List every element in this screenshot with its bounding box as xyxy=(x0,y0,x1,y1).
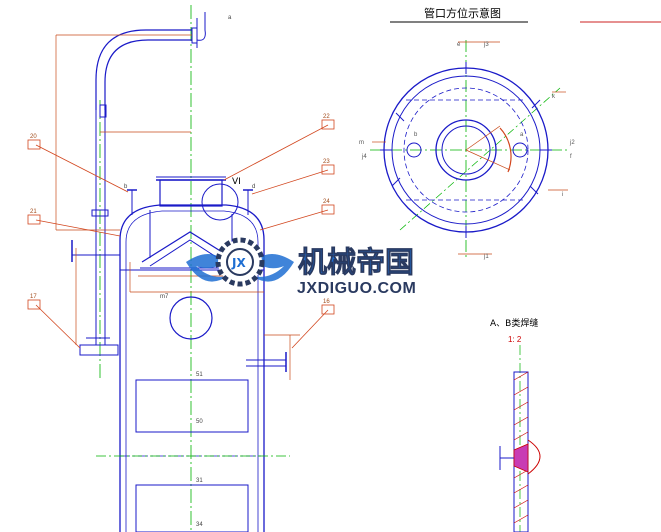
elevation-view: VI xyxy=(27,5,335,532)
orientation-arc xyxy=(499,127,512,173)
ref-label: 21 xyxy=(30,209,37,215)
orientation-angle-leg xyxy=(465,149,511,171)
ref-label: 20 xyxy=(30,134,37,140)
orientation-plan-view: e j3 k j2 f i m j4 j1 b a xyxy=(359,40,575,260)
elev-label-m7: m7 xyxy=(160,294,169,300)
plan-label-top: e xyxy=(457,42,461,48)
watermark-logo: JX 机械帝国 JXDIGUO.COM xyxy=(186,237,416,297)
tray-1 xyxy=(135,379,249,433)
elev-label-top: a xyxy=(228,15,232,21)
logo-gear-hub xyxy=(226,248,254,276)
pipe-coupling xyxy=(91,209,109,217)
ref-label: 23 xyxy=(323,159,330,165)
weld-cap xyxy=(527,439,541,475)
plan-label-left-lower: j4 xyxy=(361,154,367,160)
vent-pipe-inner xyxy=(104,39,192,110)
manhole-outer-circle xyxy=(435,119,497,181)
plan-label-left-upper: m xyxy=(359,140,364,146)
reference-balloons xyxy=(27,119,335,315)
elev-dim-1: 51 xyxy=(196,372,203,378)
vessel-shell-inner xyxy=(125,210,259,532)
plan-label-diag-lower: i xyxy=(562,192,563,198)
elev-dim-4: 34 xyxy=(196,522,203,528)
reference-leaders xyxy=(35,124,329,349)
weld-scale: 1: 2 xyxy=(508,335,522,344)
manhole-inner-circle xyxy=(441,125,491,175)
section-mark: VI xyxy=(232,177,241,187)
plan-labels: e j3 k j2 f i m j4 j1 b a xyxy=(359,42,575,260)
plan-label-inner-left: b xyxy=(414,132,418,138)
ref-label: 22 xyxy=(323,114,330,120)
orientation-title: 管口方位示意图 xyxy=(424,6,501,20)
plan-centerline-diagonal xyxy=(399,87,561,231)
vent-flange xyxy=(191,27,198,44)
watermark-cn: 机械帝国 xyxy=(298,245,414,279)
logo-monogram: JX xyxy=(231,256,246,270)
weld-title: A、B类焊缝 xyxy=(490,317,538,329)
ref-label: 17 xyxy=(30,294,37,300)
ref-label: 24 xyxy=(323,199,330,205)
pipe-clamp xyxy=(99,104,107,118)
watermark-en: JXDIGUO.COM xyxy=(297,280,416,297)
elevation-labels: a b d m7 51 50 31 34 xyxy=(124,15,255,528)
plan-label-top-right: j3 xyxy=(483,42,489,48)
reference-numbers: 20 21 17 22 23 24 16 xyxy=(30,114,330,305)
nozzle-circle-left xyxy=(406,142,422,158)
plan-label-right-upper: j2 xyxy=(569,140,575,146)
plan-label-bottom: j1 xyxy=(483,254,489,260)
weld-detail: A、B类焊缝 1: 2 xyxy=(490,317,541,532)
logo-wing-left xyxy=(186,254,228,282)
nozzle-circle-right xyxy=(512,142,528,158)
elev-label-d: d xyxy=(252,184,255,190)
plan-label-diag-upper: k xyxy=(552,94,556,100)
plan-label-right-lower: f xyxy=(570,154,572,160)
weld-bead xyxy=(513,443,529,473)
side-manhole xyxy=(169,296,213,340)
manhole-detail-circle xyxy=(201,183,239,221)
pipe-base-flange xyxy=(79,344,119,356)
orientation-angle-leg xyxy=(465,125,501,151)
ref-label: 16 xyxy=(323,299,330,305)
elev-label-b: b xyxy=(124,184,128,190)
plan-dimensions xyxy=(372,41,568,255)
title-block: 管口方位示意图 xyxy=(390,6,661,23)
elev-dim-2: 50 xyxy=(196,419,203,425)
elev-dim-3: 31 xyxy=(196,478,203,484)
plan-label-inner-right: a xyxy=(520,132,524,138)
plan-nozzle-ticks xyxy=(380,62,552,238)
vent-elbow xyxy=(196,12,206,41)
support-ring-circle xyxy=(403,87,529,213)
vent-pipe-outer xyxy=(95,29,192,110)
tray-2 xyxy=(135,484,249,532)
